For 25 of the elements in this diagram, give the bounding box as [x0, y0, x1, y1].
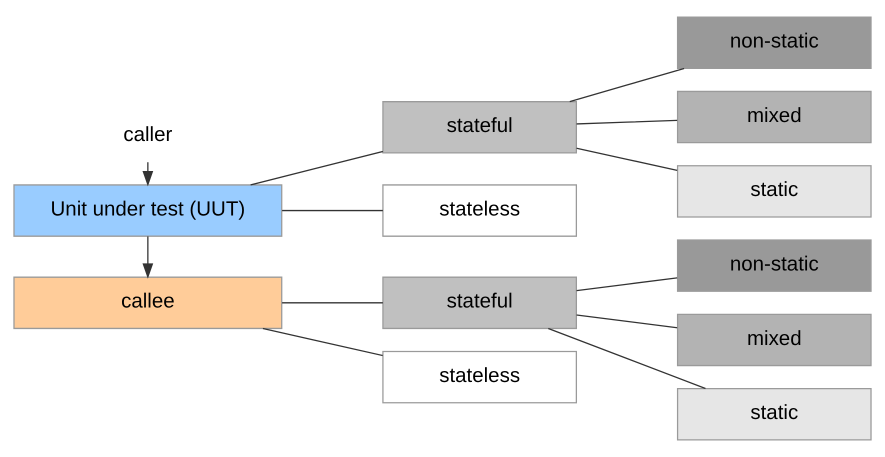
connector	[548, 328, 706, 390]
node-text: caller	[123, 123, 172, 146]
node-box: Unit under test (UUT)	[13, 184, 282, 237]
node-box: mixed	[676, 90, 872, 144]
connector	[576, 277, 678, 292]
connector	[250, 150, 384, 186]
node-box: stateless	[382, 350, 577, 404]
node-box: static	[676, 388, 872, 441]
connector	[262, 328, 383, 356]
node-box: stateless	[382, 184, 577, 237]
connector	[282, 302, 383, 304]
node-box: stateful	[382, 276, 577, 330]
arrow	[142, 236, 154, 279]
node-box: non-static	[676, 239, 872, 292]
node-box: non-static	[676, 16, 872, 69]
connector	[576, 314, 678, 328]
connector	[570, 68, 684, 102]
node-box: static	[676, 165, 872, 218]
arrow	[142, 162, 154, 186]
node-box: stateful	[382, 101, 577, 154]
node-box: callee	[13, 276, 282, 330]
node-box: mixed	[676, 314, 872, 366]
connector	[282, 210, 383, 212]
connector	[576, 148, 678, 171]
connector	[576, 120, 678, 125]
